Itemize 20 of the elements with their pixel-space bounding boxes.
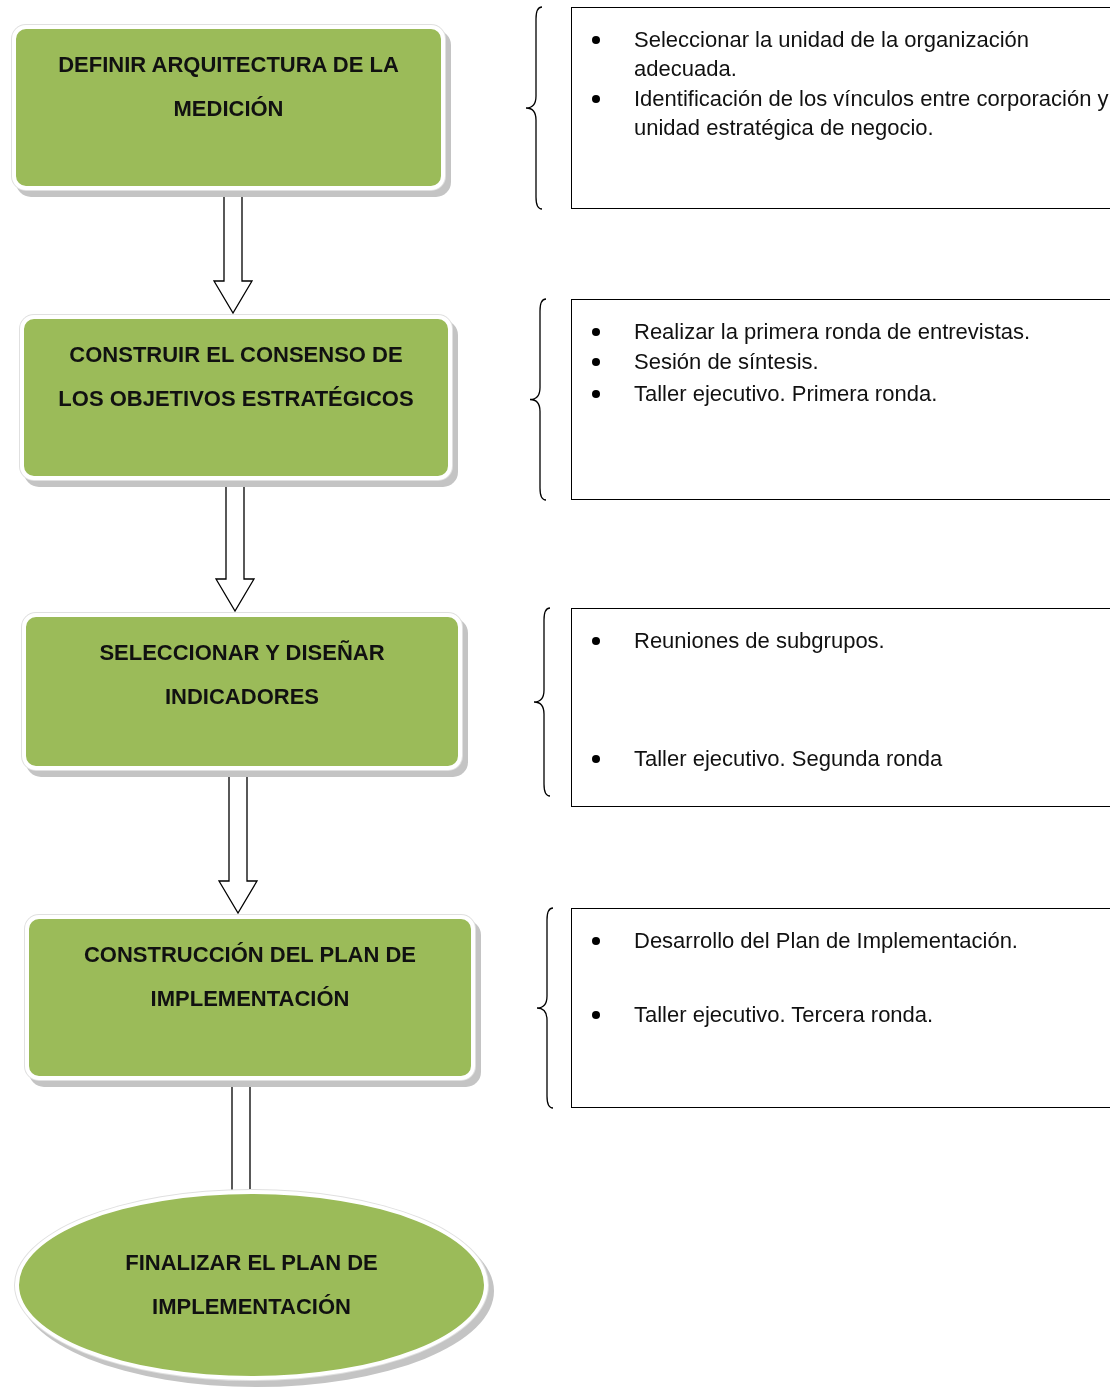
step-label: CONSTRUCCIÓN DEL PLAN DE IMPLEMENTACIÓN <box>82 941 418 1013</box>
bullet-text: Reuniones de subgrupos. <box>634 628 885 653</box>
note-box <box>571 299 1110 500</box>
block-arrow <box>214 485 256 613</box>
block-arrow <box>217 775 259 915</box>
step-label: CONSTRUIR EL CONSENSO DE LOS OBJETIVOS ESTRATÉGICOS <box>57 341 415 413</box>
step-label: DEFINIR ARQUITECTURA DE LA MEDICIÓN <box>57 51 400 123</box>
note-box <box>571 908 1110 1108</box>
note-box <box>571 7 1110 209</box>
note-box <box>571 608 1110 807</box>
bullet-text: Taller ejecutivo. Tercera ronda. <box>634 1002 934 1027</box>
bullet-text: Seleccionar la unidad de la organización adecuada. <box>634 27 1030 81</box>
bullet-text: Realizar la primera ronda de entrevistas. <box>634 319 1031 344</box>
bullet-text: Taller ejecutivo. Primera ronda. <box>634 381 938 406</box>
bullet-text: Identificación de los vínculos entre corporación y unidad estratégica de negocio. <box>634 86 1109 140</box>
bullet-text: Sesión de síntesis. <box>634 349 819 374</box>
bullet-text: Taller ejecutivo. Segunda ronda <box>634 746 943 771</box>
step-label: FINALIZAR EL PLAN DE IMPLEMENTACIÓN <box>124 1249 379 1321</box>
bullet-text: Desarrollo del Plan de Implementación. <box>634 928 1018 953</box>
step-label: SELECCIONAR Y DISEÑAR INDICADORES <box>98 639 386 711</box>
